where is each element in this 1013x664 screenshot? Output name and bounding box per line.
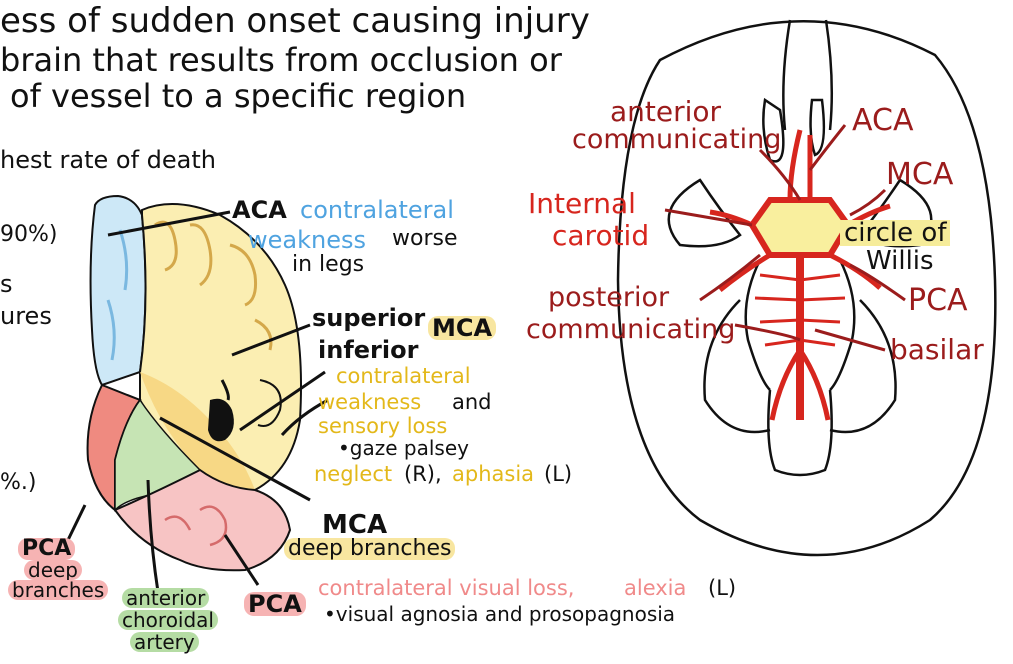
pca-alexia: alexia [624,578,686,599]
aca-in-legs: in legs [292,254,364,276]
aca-contralateral: contralateral [300,198,454,222]
margin-fragment-90: 90%) [0,224,57,246]
margin-fragment-s: s [0,272,13,296]
mca-contralateral: contralateral [336,366,471,387]
pca-deep-branches: branches [8,580,108,600]
willis-pca-label: PCA [908,286,968,316]
mca-aphasia-side: (L) [544,464,572,485]
pca-deep-label: PCA [18,538,75,560]
anterior-choroidal-2: choroidal [118,610,218,630]
willis-mca-label: MCA [886,160,953,190]
anterior-choroidal-3: artery [130,632,199,652]
margin-fragment-pct: %.) [0,472,36,494]
anterior-choroidal-1: anterior [122,588,209,608]
posterior-communicating-label: communicating [526,316,735,343]
willis-aca-label: ACA [852,106,913,136]
pca-alexia-side: (L) [708,578,736,599]
superior-label: superior [312,306,425,330]
aca-worse: worse [392,228,458,250]
mca-gaze-palsey: •gaze palsey [338,438,469,458]
pca-agnosia: •visual agnosia and prosopagnosia [324,604,675,624]
mca-weakness: weakness [318,392,421,413]
mca-deep-label: MCA [322,512,387,538]
anterior-label: anterior [610,98,721,126]
circle-of-label: circle of [840,220,950,246]
basilar-label: basilar [890,336,984,364]
mca-neglect: neglect [314,464,392,485]
pca-deep-word: deep [24,560,82,580]
inferior-label: inferior [318,338,418,362]
circle-ring [752,200,848,255]
aca-label: ACA [232,198,287,222]
mca-deep-branches: deep branches [284,538,455,560]
internal-label: Internal [528,190,636,218]
header-line-3: of vessel to a specific region [10,80,466,112]
mca-label: MCA [428,316,496,340]
header-line-1: ess of sudden onset causing injury [0,4,590,38]
mca-sensory-loss: sensory loss [318,416,447,437]
margin-fragment-ures: ures [0,304,52,328]
pca-label: PCA [244,592,306,616]
pca-visual-loss: contralateral visual loss, [318,578,574,599]
carotid-label: carotid [552,222,649,250]
willis-label: Willis [866,248,934,274]
aca-territory [91,196,146,385]
posterior-label: posterior [548,284,669,311]
mca-neglect-side: (R), [404,464,442,485]
mca-and: and [452,392,492,413]
death-rate-note: hest rate of death [0,148,216,172]
aca-weakness: weakness [248,228,366,252]
mca-aphasia: aphasia [452,464,534,485]
header-line-2: brain that results from occlusion or [0,44,562,76]
anterior-communicating-label: communicating [572,126,781,153]
